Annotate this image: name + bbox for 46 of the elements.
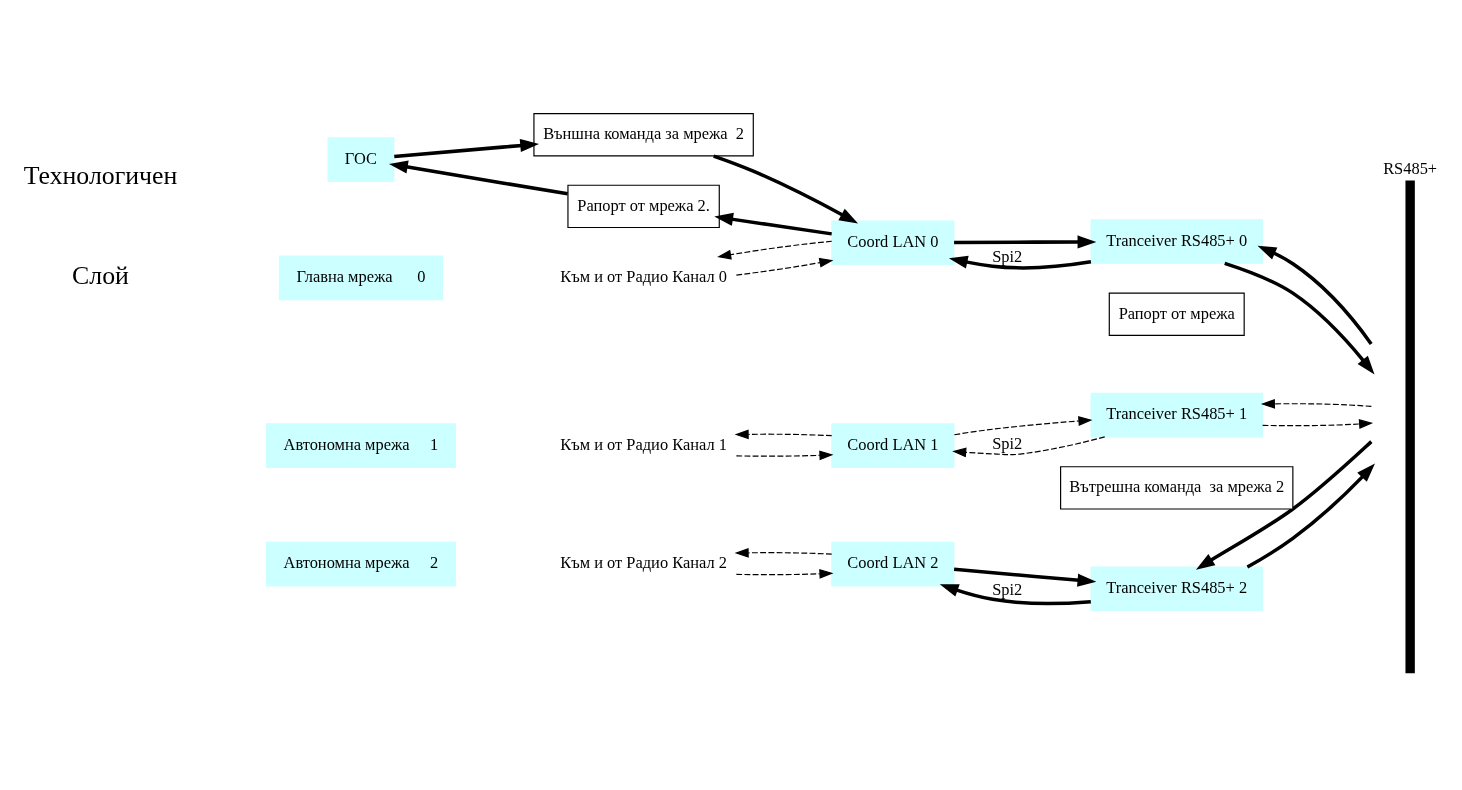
arrow bbox=[713, 153, 859, 223]
node-box: Автономна мрежа 2 bbox=[265, 541, 456, 586]
node-box: Coord LAN 1 bbox=[831, 422, 955, 468]
arrow bbox=[953, 567, 1097, 587]
node-box: Главна мрежа 0 bbox=[278, 255, 444, 300]
arrow bbox=[954, 234, 1097, 249]
node-box bbox=[1405, 180, 1415, 673]
arrow bbox=[714, 212, 832, 236]
node-text: Към и от Радио Канал 1 bbox=[560, 434, 727, 454]
arrow bbox=[717, 240, 833, 259]
arrow bbox=[1195, 439, 1373, 570]
label: Слой bbox=[72, 260, 129, 290]
arrow bbox=[389, 160, 568, 196]
node-box: Рапорт от мрежа bbox=[1108, 292, 1245, 336]
arrow bbox=[948, 255, 1092, 270]
arrow bbox=[1257, 245, 1373, 345]
arrow bbox=[735, 257, 834, 276]
node-label: RS485+ bbox=[1383, 158, 1438, 178]
arrow bbox=[1260, 398, 1372, 409]
node-box: Tranceiver RS485+ 2 bbox=[1090, 565, 1263, 611]
edge-label: Spi2 bbox=[992, 246, 1023, 266]
arrow bbox=[939, 583, 1091, 605]
node-box: Tranceiver RS485+ 0 bbox=[1090, 218, 1263, 264]
node-text: Към и от Радио Канал 0 bbox=[560, 266, 727, 286]
arrow bbox=[394, 138, 540, 158]
node-box: Рапорт от мрежа 2. bbox=[567, 184, 720, 228]
arrow bbox=[1262, 418, 1374, 429]
node-box: Вътрешна команда за мрежа 2 bbox=[1060, 465, 1294, 510]
node-box: ГОС bbox=[327, 136, 395, 182]
arrow bbox=[734, 428, 833, 439]
arrow bbox=[734, 547, 833, 558]
node-box: Tranceiver RS485+ 1 bbox=[1090, 392, 1263, 437]
arrow bbox=[735, 568, 834, 579]
arrow bbox=[1246, 463, 1375, 569]
edge-label: Spi2 bbox=[992, 433, 1023, 453]
node-text: Към и от Радио Канал 2 bbox=[560, 552, 727, 572]
arrow bbox=[1224, 261, 1375, 374]
edge-label: Spi2 bbox=[992, 579, 1023, 599]
node-box: Външна команда за мрежа 2 bbox=[533, 112, 754, 156]
arrow bbox=[953, 415, 1093, 435]
arrow bbox=[952, 435, 1106, 457]
node-box: Coord LAN 0 bbox=[831, 219, 955, 265]
node-box: Автономна мрежа 1 bbox=[265, 422, 456, 468]
node-box: Coord LAN 2 bbox=[831, 541, 955, 586]
label: Технологичен bbox=[23, 160, 178, 190]
arrow bbox=[735, 449, 834, 460]
